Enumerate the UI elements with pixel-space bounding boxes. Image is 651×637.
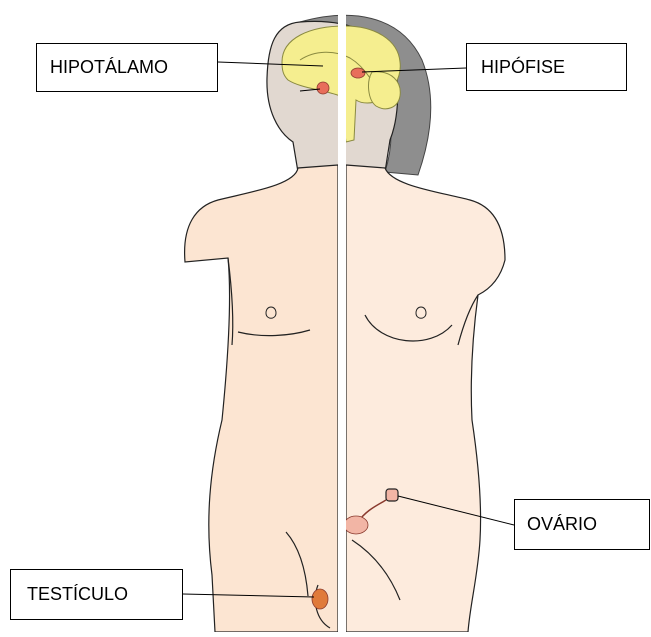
- testicle-gland: [312, 589, 328, 609]
- pituitary-label: HIPÓFISE: [466, 43, 627, 91]
- ovary-gland: [386, 489, 398, 501]
- female-torso: [346, 165, 505, 632]
- uterus: [344, 516, 368, 534]
- center-divider: [338, 0, 346, 632]
- hypothalamus-label: HIPOTÁLAMO: [36, 43, 218, 92]
- testicle-label: TESTÍCULO: [10, 569, 183, 620]
- pituitary-gland: [351, 68, 365, 78]
- male-torso: [185, 165, 338, 632]
- ovary-label: OVÁRIO: [514, 499, 650, 550]
- hypothalamus-gland: [317, 82, 329, 94]
